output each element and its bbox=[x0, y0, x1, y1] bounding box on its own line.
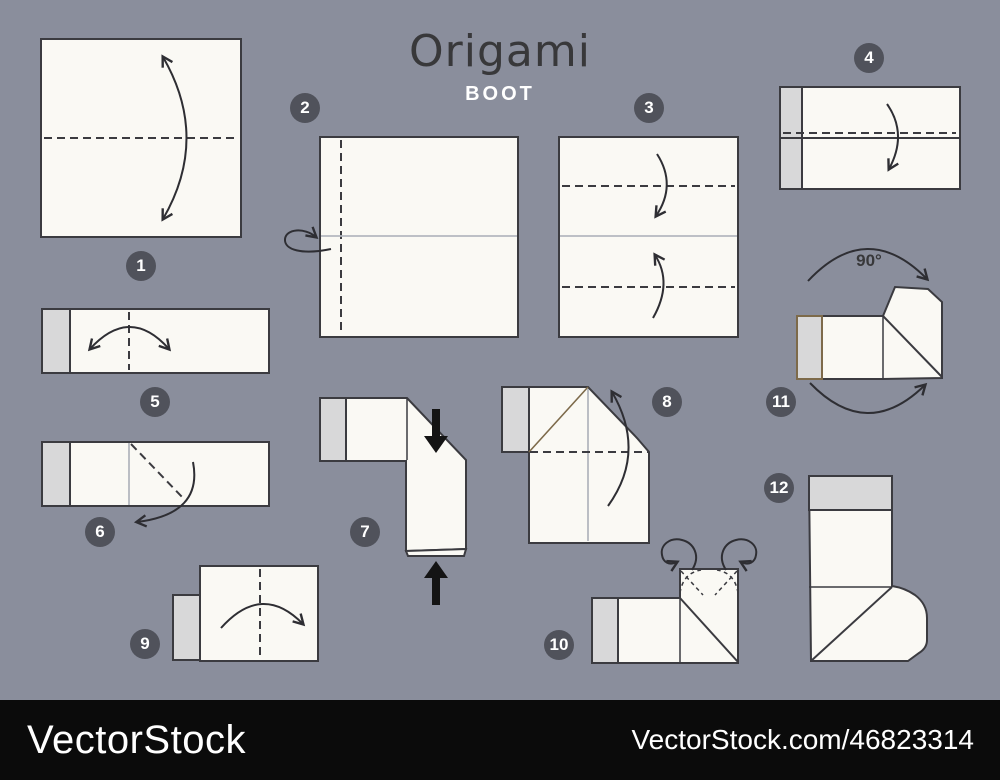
step-3-badge: 3 bbox=[634, 93, 664, 123]
shaded-tab bbox=[41, 441, 71, 507]
brand-wordmark: VectorStock bbox=[27, 717, 246, 762]
step-8-badge: 8 bbox=[652, 387, 682, 417]
step-3-diagram bbox=[558, 136, 739, 338]
dog-ear-crease-right bbox=[714, 570, 738, 596]
step-4-badge: 4 bbox=[854, 43, 884, 73]
fold-up-arrow-icon bbox=[607, 389, 630, 507]
finished-boot-shape bbox=[807, 475, 928, 662]
step-7-diagram bbox=[319, 397, 468, 605]
fold-up-arrow-icon bbox=[652, 252, 666, 319]
diagonal-edge bbox=[882, 315, 943, 378]
curl-fold-arrow-left-icon bbox=[660, 538, 697, 572]
step-5-diagram bbox=[41, 308, 270, 374]
dog-ear-arc-left bbox=[679, 569, 702, 594]
step-12-badge: 12 bbox=[764, 473, 794, 503]
fold-down-arrow-icon bbox=[654, 153, 668, 219]
step-9-badge: 9 bbox=[130, 629, 160, 659]
shaded-tab bbox=[591, 597, 619, 664]
boot-cuff bbox=[808, 475, 893, 511]
rotate-arrow-top-icon bbox=[807, 248, 930, 282]
step-5-badge: 5 bbox=[140, 387, 170, 417]
step-4-diagram bbox=[779, 86, 961, 190]
rotate-arrow-bottom-icon bbox=[809, 382, 928, 414]
diagonal-edge bbox=[679, 597, 739, 663]
step-2-badge: 2 bbox=[290, 93, 320, 123]
paper-house-shape bbox=[528, 386, 650, 544]
dog-ear-crease-left bbox=[680, 570, 704, 596]
step-10-badge: 10 bbox=[544, 630, 574, 660]
watermark-bar: VectorStock VectorStock.com/46823314 bbox=[0, 700, 1000, 780]
step-8-diagram bbox=[501, 386, 650, 544]
step-1-diagram bbox=[40, 38, 242, 238]
paper-square bbox=[558, 136, 739, 338]
paper-strip bbox=[41, 441, 270, 507]
dog-ear-arc-right bbox=[716, 569, 739, 594]
step-12-diagram bbox=[807, 475, 928, 662]
step-10-diagram bbox=[591, 538, 758, 664]
paper-boot-base bbox=[617, 568, 739, 664]
rotation-angle-label: 90° bbox=[856, 251, 882, 270]
step-6-diagram bbox=[41, 441, 270, 528]
push-up-arrow-icon bbox=[424, 561, 448, 605]
shaded-tab bbox=[796, 315, 823, 380]
step-11-badge: 11 bbox=[766, 387, 796, 417]
image-attribution: VectorStock.com/46823314 bbox=[631, 724, 974, 755]
curl-fold-arrow-right-icon bbox=[721, 538, 758, 572]
shaded-tab bbox=[319, 397, 347, 462]
origami-steps-graphic bbox=[40, 38, 961, 664]
step-1-badge: 1 bbox=[126, 251, 156, 281]
fold-down-left-arrow-icon bbox=[133, 461, 196, 528]
fold-over-curl-arrow-icon bbox=[284, 226, 332, 253]
step-11-diagram bbox=[796, 248, 943, 414]
shaded-tab bbox=[172, 594, 203, 661]
step-6-badge: 6 bbox=[85, 517, 115, 547]
paper-strip bbox=[41, 308, 270, 374]
push-down-arrow-icon bbox=[424, 409, 448, 453]
heel-diagonal-edge bbox=[810, 586, 893, 662]
fold-right-arrow-icon bbox=[220, 603, 306, 629]
shaded-tab bbox=[41, 308, 71, 374]
paper-boot-shape bbox=[796, 285, 943, 380]
step-7-badge: 7 bbox=[350, 517, 380, 547]
bottom-fold-sliver bbox=[404, 547, 468, 557]
fold-unfold-arrow-icon bbox=[161, 54, 188, 222]
paper-square bbox=[319, 136, 519, 338]
fold-unfold-arrow-icon bbox=[87, 326, 172, 352]
diagonal-crease bbox=[528, 386, 589, 453]
shaded-tab bbox=[501, 386, 530, 453]
fold-down-arrow-icon bbox=[886, 103, 899, 172]
step-9-diagram bbox=[172, 565, 319, 662]
step-2-diagram bbox=[284, 136, 519, 338]
